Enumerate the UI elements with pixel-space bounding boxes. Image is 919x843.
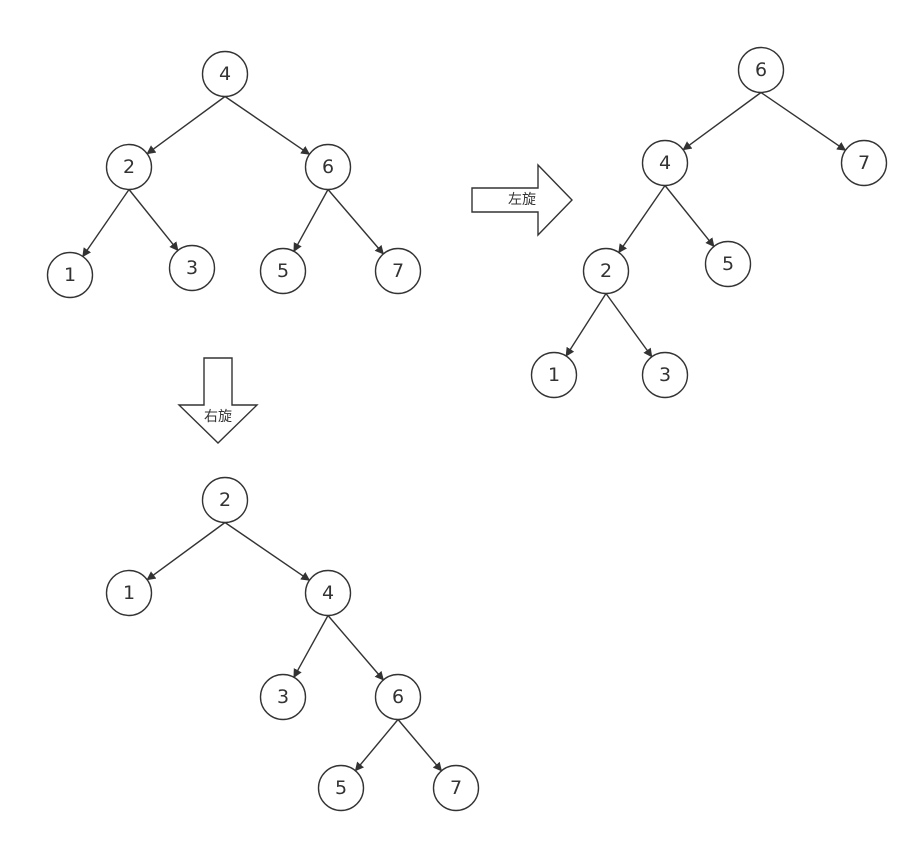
edge-original-4-to-6 (224, 95, 311, 155)
node-circle (201, 476, 249, 524)
edge-right-rotated-2-to-4 (224, 521, 311, 581)
node-circle (304, 569, 352, 617)
node-label: 7 (450, 777, 462, 799)
node-label: 3 (659, 364, 671, 386)
node-label: 4 (322, 582, 334, 604)
node-label: 1 (123, 582, 135, 604)
tree-node-left-rotated-1: 1 (530, 351, 578, 399)
tree-node-left-rotated-2: 2 (582, 247, 630, 295)
node-label: 2 (123, 156, 135, 178)
node-circle (317, 764, 365, 812)
node-circle (432, 764, 480, 812)
tree-node-right-rotated-2: 2 (201, 476, 249, 524)
edges (82, 91, 847, 772)
node-label: 5 (335, 777, 347, 799)
tree-node-original-4: 4 (201, 50, 249, 98)
tree-node-original-5: 5 (259, 247, 307, 295)
tree-node-right-rotated-6: 6 (374, 673, 422, 721)
tree-node-right-rotated-1: 1 (105, 569, 153, 617)
node-circle (105, 569, 153, 617)
tree-node-left-rotated-7: 7 (840, 139, 888, 187)
edge-left-rotated-2-to-3 (605, 293, 653, 358)
edge-right-rotated-6-to-5 (354, 719, 399, 772)
tree-node-right-rotated-4: 4 (304, 569, 352, 617)
node-label: 7 (392, 260, 404, 282)
node-label: 6 (392, 686, 404, 708)
node-label: 4 (659, 152, 671, 174)
right-rotation-arrow: 右旋 (177, 357, 259, 444)
node-circle (304, 143, 352, 191)
node-label: 2 (219, 489, 231, 511)
node-label: 2 (600, 260, 612, 282)
edge-left-rotated-4-to-5 (664, 185, 715, 248)
edge-original-6-to-5 (293, 189, 329, 253)
nodes: 4 2 6 1 3 5 7 6 4 7 2 5 1 3 2 1 4 3 6 5 7 (46, 46, 888, 812)
tree-node-original-6: 6 (304, 143, 352, 191)
tree-node-original-3: 3 (168, 244, 216, 292)
node-circle (582, 247, 630, 295)
tree-node-original-1: 1 (46, 251, 94, 299)
edge-original-6-to-7 (327, 189, 384, 255)
edge-right-rotated-6-to-7 (397, 719, 443, 772)
node-label: 5 (277, 260, 289, 282)
tree-node-left-rotated-6: 6 (737, 46, 785, 94)
tree-node-left-rotated-3: 3 (641, 351, 689, 399)
node-label: 1 (548, 364, 560, 386)
node-circle (641, 351, 689, 399)
node-circle (374, 247, 422, 295)
node-label: 6 (755, 59, 767, 81)
node-label: 1 (64, 264, 76, 286)
edge-right-rotated-4-to-3 (293, 615, 329, 679)
node-circle (46, 251, 94, 299)
node-circle (530, 351, 578, 399)
tree-node-original-7: 7 (374, 247, 422, 295)
edge-left-rotated-2-to-1 (565, 293, 607, 357)
edge-left-rotated-4-to-2 (618, 185, 666, 254)
edge-left-rotated-6-to-7 (760, 91, 847, 151)
left-rotation-arrow: 左旋 (471, 163, 573, 237)
right-rotation-label: 右旋 (204, 409, 232, 425)
edge-original-2-to-3 (128, 189, 179, 252)
edge-right-rotated-2-to-1 (146, 521, 226, 581)
node-circle (259, 673, 307, 721)
tree-node-left-rotated-5: 5 (704, 240, 752, 288)
tree-node-right-rotated-5: 5 (317, 764, 365, 812)
tree-node-original-2: 2 (105, 143, 153, 191)
node-circle (201, 50, 249, 98)
node-label: 3 (186, 257, 198, 279)
node-circle (704, 240, 752, 288)
edge-right-rotated-4-to-6 (327, 615, 384, 681)
node-circle (105, 143, 153, 191)
node-circle (374, 673, 422, 721)
node-label: 5 (722, 253, 734, 275)
node-label: 3 (277, 686, 289, 708)
node-label: 7 (858, 152, 870, 174)
node-label: 4 (219, 63, 231, 85)
tree-node-right-rotated-7: 7 (432, 764, 480, 812)
edge-original-2-to-1 (82, 189, 130, 258)
tree-node-left-rotated-4: 4 (641, 139, 689, 187)
tree-node-right-rotated-3: 3 (259, 673, 307, 721)
node-label: 6 (322, 156, 334, 178)
edge-left-rotated-6-to-4 (682, 91, 762, 151)
node-circle (168, 244, 216, 292)
left-rotation-label: 左旋 (508, 192, 536, 208)
node-circle (259, 247, 307, 295)
node-circle (840, 139, 888, 187)
node-circle (641, 139, 689, 187)
node-circle (737, 46, 785, 94)
edge-original-4-to-2 (146, 95, 226, 155)
